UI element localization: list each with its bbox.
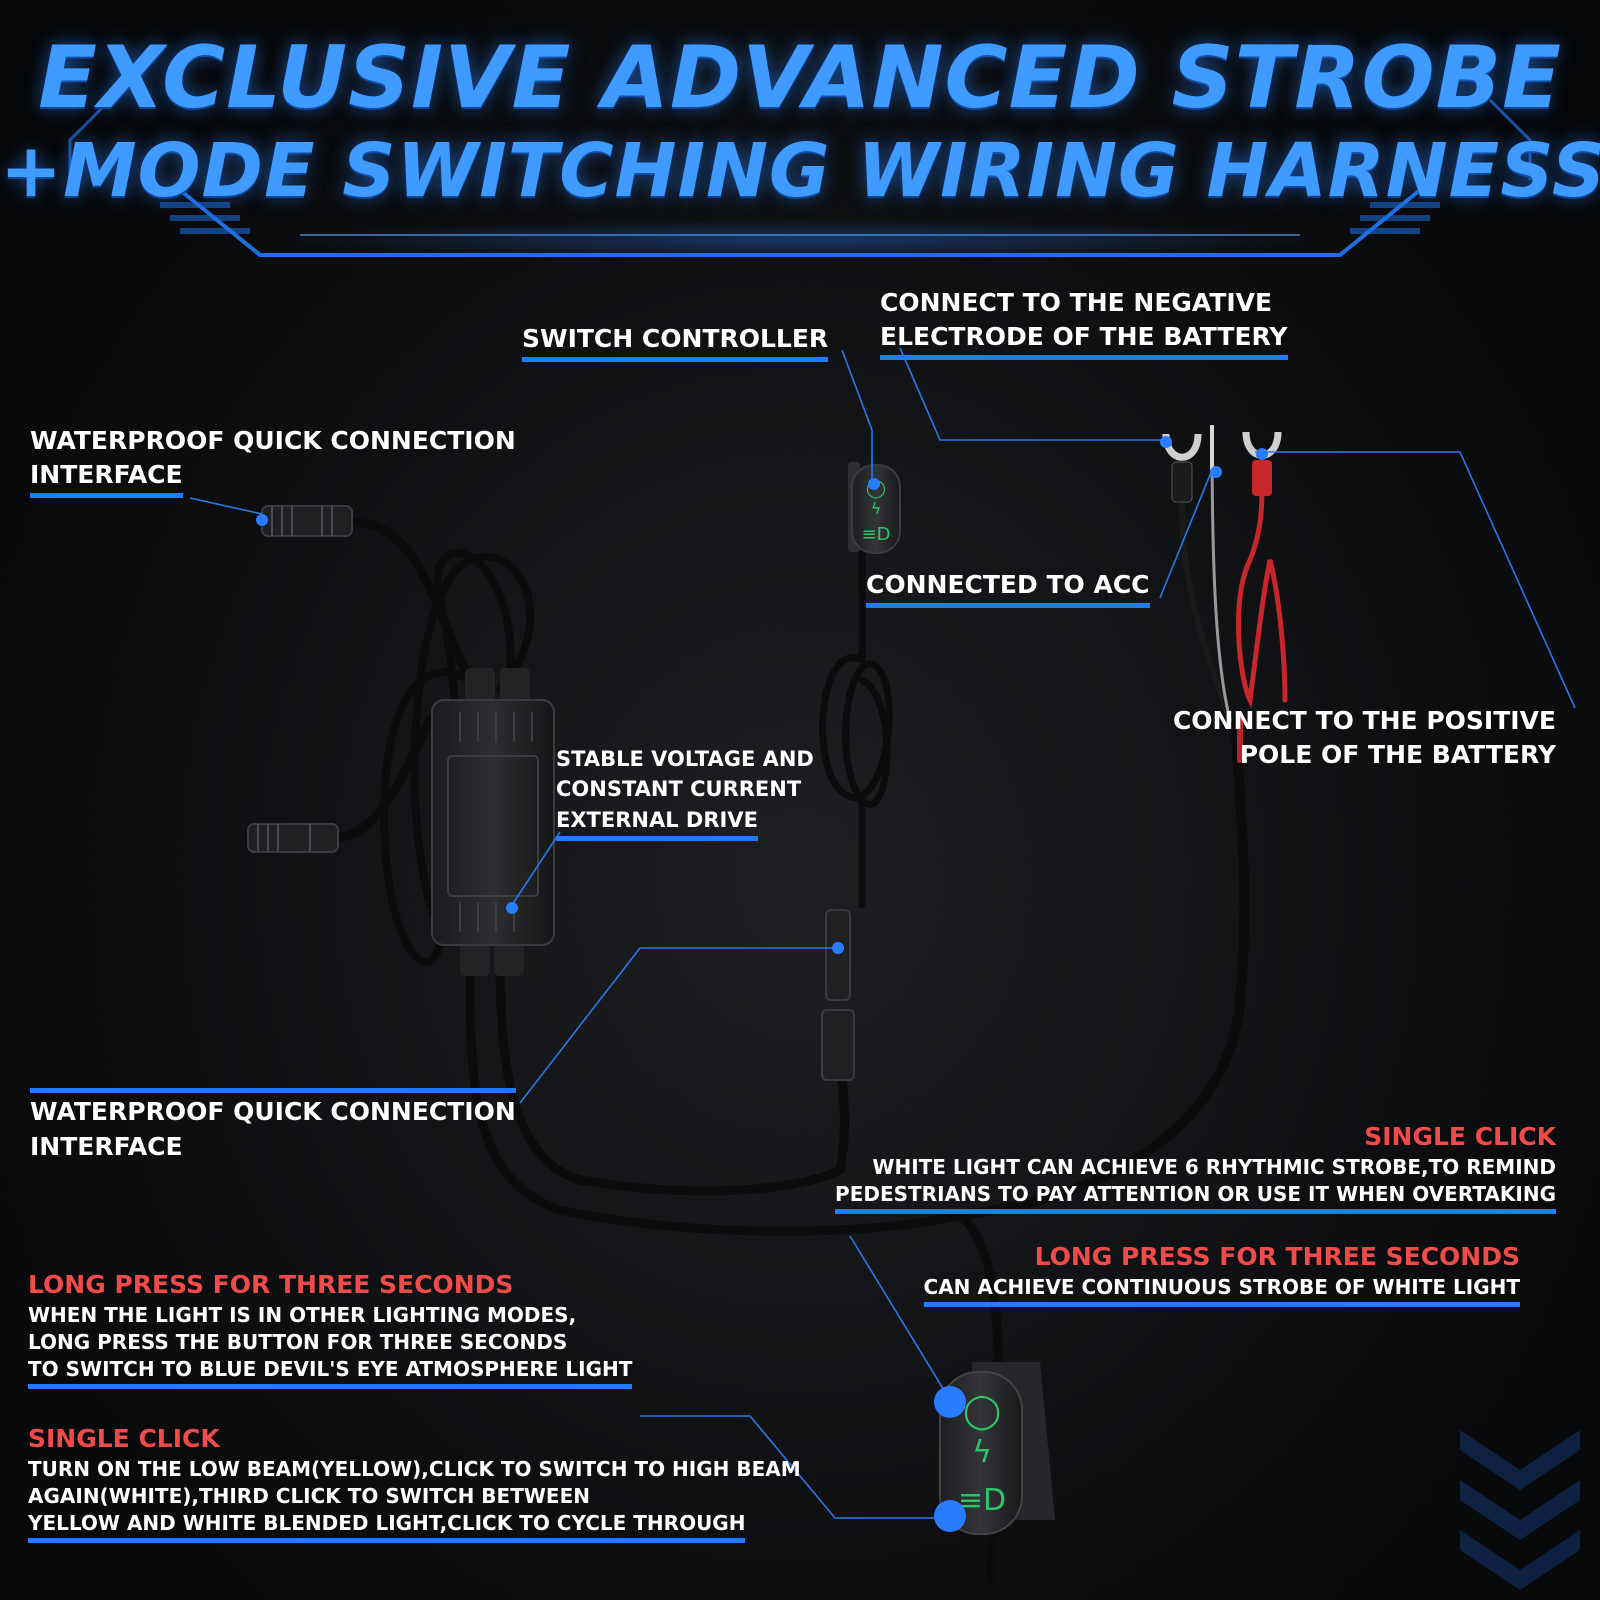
instruction-left-long-line3: TO SWITCH TO BLUE DEVIL'S EYE ATMOSPHERE… <box>28 1356 633 1389</box>
connector-middle <box>247 823 339 853</box>
label-positive: CONNECT TO THE POSITIVE POLE OF THE BATT… <box>1173 704 1556 772</box>
instruction-right-long-line1: CAN ACHIEVE CONTINUOUS STROBE OF WHITE L… <box>923 1274 1520 1307</box>
lightning-icon: ϟ <box>871 499 882 518</box>
positive-terminal <box>1242 431 1282 496</box>
inline-connector <box>821 909 855 1081</box>
driver-box <box>431 668 555 976</box>
light-bulb-icon-large: ◯ <box>963 1391 1001 1431</box>
label-waterproof-top-line2: INTERFACE <box>30 458 183 498</box>
label-waterproof-top-line1: WATERPROOF QUICK CONNECTION <box>30 426 516 455</box>
instruction-left-single-line2: AGAIN(WHITE),THIRD CLICK TO SWITCH BETWE… <box>28 1483 590 1508</box>
label-switch-controller: SWITCH CONTROLLER <box>522 322 829 362</box>
label-driver-line1: STABLE VOLTAGE AND <box>556 747 814 771</box>
instruction-right-single-line1: WHITE LIGHT CAN ACHIEVE 6 RHYTHMIC STROB… <box>872 1154 1556 1179</box>
label-negative-line1: CONNECT TO THE NEGATIVE <box>880 288 1273 317</box>
instruction-left-single-line1: TURN ON THE LOW BEAM(YELLOW),CLICK TO SW… <box>28 1456 801 1481</box>
leader-lines <box>189 347 1576 1519</box>
instruction-right-single-title: SINGLE CLICK <box>1364 1122 1556 1151</box>
instruction-right-long: LONG PRESS FOR THREE SECONDS CAN ACHIEVE… <box>923 1240 1520 1307</box>
battery-wires <box>1179 428 1288 763</box>
switch-controller-small: ◯ ϟ ≡D <box>848 462 901 554</box>
label-acc: CONNECTED TO ACC <box>866 568 1150 608</box>
instruction-left-single-line3: YELLOW AND WHITE BLENDED LIGHT,CLICK TO … <box>28 1510 746 1543</box>
label-driver: STABLE VOLTAGE AND CONSTANT CURRENT EXTE… <box>556 744 814 842</box>
label-positive-line1: CONNECT TO THE POSITIVE <box>1172 706 1556 735</box>
label-negative: CONNECT TO THE NEGATIVE ELECTRODE OF THE… <box>880 286 1288 360</box>
headlight-icon-large: ≡D <box>958 1483 1006 1518</box>
title-line-2: +MODE SWITCHING WIRING HARNESS <box>0 128 1600 214</box>
instruction-left-long-title: LONG PRESS FOR THREE SECONDS <box>28 1270 514 1299</box>
title-line-1: EXCLUSIVE ADVANCED STROBE <box>38 28 1562 128</box>
instruction-left-long-line1: WHEN THE LIGHT IS IN OTHER LIGHTING MODE… <box>28 1302 577 1327</box>
connector-top <box>261 505 353 537</box>
label-waterproof-bottom: WATERPROOF QUICK CONNECTION INTERFACE <box>30 1088 516 1164</box>
label-negative-line2: ELECTRODE OF THE BATTERY <box>880 320 1288 360</box>
leader-dots <box>256 436 1268 1532</box>
instruction-left-long: LONG PRESS FOR THREE SECONDS WHEN THE LI… <box>28 1268 633 1389</box>
label-driver-line3: EXTERNAL DRIVE <box>556 805 758 842</box>
instruction-left-long-line2: LONG PRESS THE BUTTON FOR THREE SECONDS <box>28 1329 568 1354</box>
headlight-icon: ≡D <box>862 524 891 545</box>
decorative-chevrons <box>1460 1430 1580 1590</box>
instruction-right-single: SINGLE CLICK WHITE LIGHT CAN ACHIEVE 6 R… <box>835 1120 1556 1214</box>
label-positive-line2: POLE OF THE BATTERY <box>1239 739 1556 769</box>
header-glow <box>280 220 1320 260</box>
instruction-left-single: SINGLE CLICK TURN ON THE LOW BEAM(YELLOW… <box>28 1422 801 1543</box>
instruction-left-single-title: SINGLE CLICK <box>28 1424 220 1453</box>
lightning-icon-large: ϟ <box>972 1435 992 1470</box>
label-waterproof-bottom-line1: WATERPROOF QUICK CONNECTION <box>30 1088 516 1130</box>
label-waterproof-bottom-line2: INTERFACE <box>30 1131 183 1161</box>
label-driver-line2: CONSTANT CURRENT <box>556 777 802 802</box>
label-waterproof-top: WATERPROOF QUICK CONNECTION INTERFACE <box>30 424 516 498</box>
instruction-right-long-title: LONG PRESS FOR THREE SECONDS <box>1034 1242 1520 1271</box>
instruction-right-single-line2: PEDESTRIANS TO PAY ATTENTION OR USE IT W… <box>835 1181 1556 1214</box>
